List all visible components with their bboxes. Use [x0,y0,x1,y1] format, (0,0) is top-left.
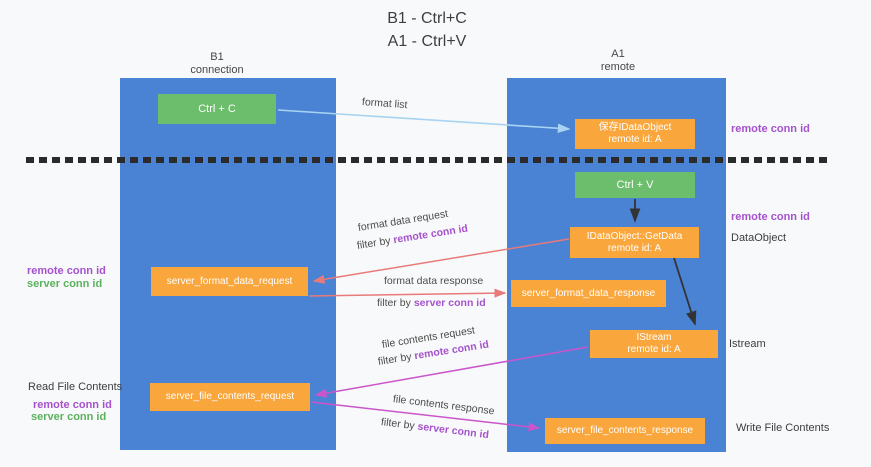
title-line-1: B1 - Ctrl+C [387,10,467,27]
node-save-idataobject-line2: remote id: A [608,134,662,145]
node-server-file-contents-request: server_file_contents_request [150,383,310,411]
node-getdata-line1: IDataObject::GetData [586,230,683,242]
arrow-format-list [277,109,571,134]
filter-by-text: filter by [377,297,411,309]
node-ctrl-v: Ctrl + V [575,172,695,198]
node-istream-line2: remote id: A [627,344,681,355]
title-line-2: A1 - Ctrl+V [387,33,467,50]
right-annotation-istream: Istream [729,338,766,350]
lane-a1-name: A1 [611,48,625,60]
server-conn-id-text: server conn id [413,297,486,309]
diagram-title: B1 - Ctrl+C A1 - Ctrl+V [387,7,467,53]
edge-label-format-data-response: format data response [384,275,484,287]
arrow-file-contents-response [310,401,541,432]
arrow-file-contents-request [314,346,589,398]
arrow-getdata-to-istream [673,257,697,326]
node-ctrl-v-label: Ctrl + V [616,179,654,191]
node-server-format-data-request-label: server_format_data_request [166,275,293,287]
lane-b1-role: connection [190,64,244,76]
node-ctrl-c: Ctrl + C [158,94,276,124]
left-annotation-remote-conn-id-1: remote conn id [27,265,106,277]
node-server-format-data-request: server_format_data_request [151,267,308,296]
node-istream-line1: IStream [636,332,672,343]
node-server-format-data-response: server_format_data_response [511,280,666,307]
node-save-idataobject-line1: 保存IDataObject [598,122,672,133]
node-server-file-contents-response-label: server_file_contents_response [556,425,694,436]
lane-b1-name: B1 [210,51,224,63]
node-istream: IStream remote id: A [590,330,718,358]
node-server-file-contents-request-label: server_file_contents_request [165,391,295,402]
lane-header-a1: A1 remote [558,48,678,74]
session-divider-line [26,157,830,163]
arrow-format-data-request [312,238,570,284]
right-annotation-write-file-contents: Write File Contents [736,422,830,434]
arrow-format-data-response [308,288,507,298]
lane-header-b1: B1 connection [157,51,277,77]
node-ctrl-c-label: Ctrl + C [198,103,236,115]
left-annotation-remote-conn-id-2: remote conn id [33,399,112,411]
left-annotation-server-conn-id-2: server conn id [31,411,107,423]
lane-a1-role: remote [600,61,636,73]
node-server-file-contents-response: server_file_contents_response [545,418,705,444]
node-server-format-data-response-label: server_format_data_response [521,287,656,299]
left-annotation-server-conn-id-1: server conn id [27,278,103,290]
right-annotation-dataobject: DataObject [731,232,787,244]
right-annotation-remote-conn-id-2: remote conn id [731,211,810,223]
node-idataobject-getdata: IDataObject::GetData remote id: A [570,227,699,258]
left-annotation-read-file-contents: Read File Contents [28,381,123,393]
node-save-idataobject: 保存IDataObject remote id: A [575,119,695,149]
right-annotation-remote-conn-id-1: remote conn id [731,123,810,135]
node-getdata-line2: remote id: A [607,242,662,254]
